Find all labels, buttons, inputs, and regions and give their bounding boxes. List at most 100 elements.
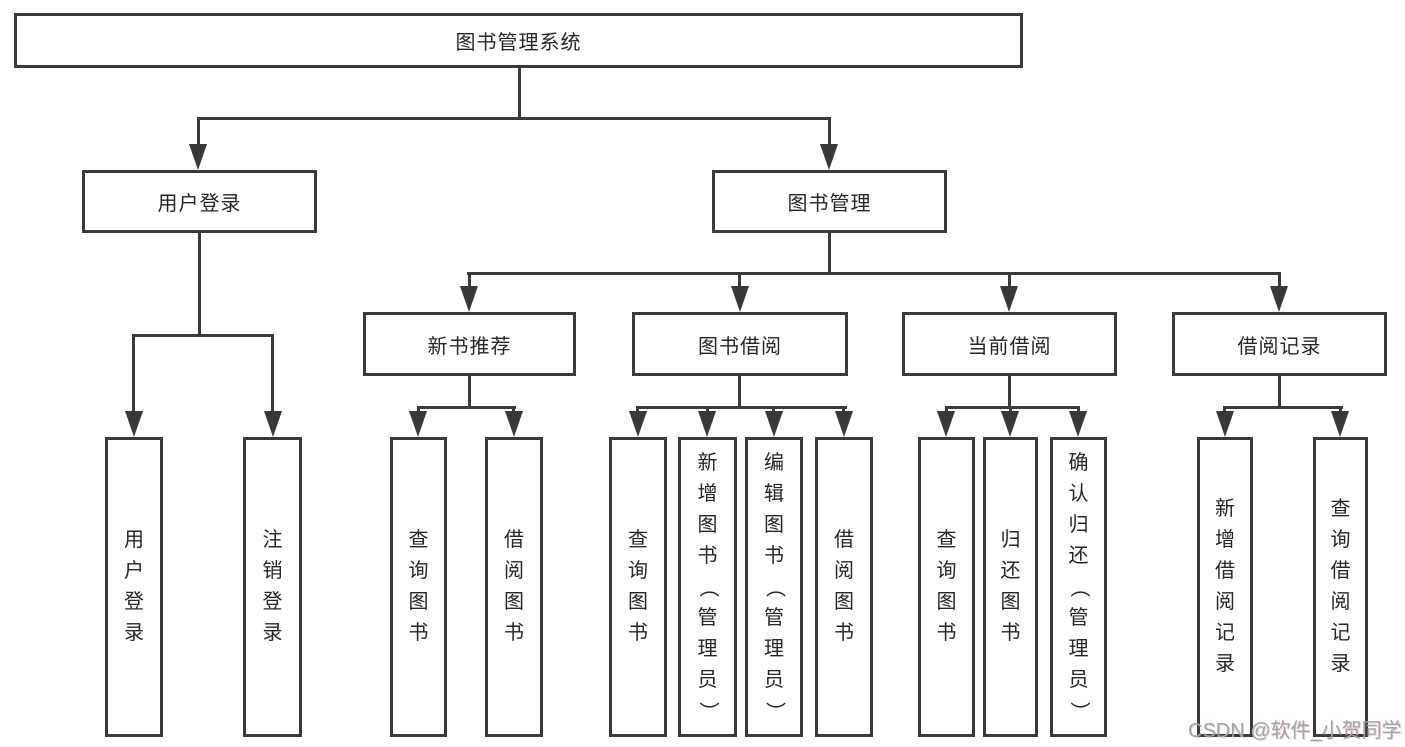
edge-root-rail (197, 117, 831, 120)
vertical-char: 录 (124, 622, 144, 644)
edge-book-borrow-rail (636, 406, 847, 409)
vertical-char: ） (763, 701, 786, 721)
node-label: 用户登录 (157, 193, 242, 215)
vertical-char: 管 (764, 606, 784, 629)
csdn-watermark: CSDN @软件_小贺同学 (1188, 720, 1402, 742)
arrow-down-icon (505, 411, 523, 437)
vertical-char: 图 (1000, 591, 1021, 613)
vertical-char: 销 (262, 560, 283, 582)
arrow-down-icon (820, 144, 838, 170)
vertical-char: 录 (262, 622, 283, 644)
vertical-char: 借 (1215, 560, 1235, 582)
edge-user-login-rail (132, 334, 274, 337)
vertical-char: 理 (764, 637, 784, 660)
arrow-down-icon (698, 411, 716, 437)
vertical-char: 管 (697, 606, 718, 629)
leaf-current-confirm-return-admin: 确认归还（管理员） (1050, 437, 1107, 737)
leaf-current-return-books: 归还图书 (983, 437, 1038, 737)
node-label: 新书推荐 (427, 335, 512, 358)
vertical-char: 注 (262, 529, 283, 551)
vertical-char: 图 (834, 591, 854, 613)
vertical-char: 图 (504, 591, 524, 613)
edge-new-book-stem (468, 376, 471, 408)
edge-root-drop-user-login (197, 117, 200, 147)
arrow-down-icon (1069, 411, 1087, 437)
edge-drop-book-borrow (738, 272, 741, 292)
arrow-down-icon (937, 411, 955, 437)
vertical-char: 增 (1215, 529, 1235, 551)
edge-drop-borrow-records (1278, 272, 1281, 292)
vertical-char: 录 (1215, 653, 1235, 675)
vertical-char: （ (697, 577, 719, 597)
leaf-current-query-books: 查询图书 (918, 437, 975, 737)
edge-drop-current-borrow (1008, 272, 1011, 292)
arrow-down-icon (629, 411, 647, 437)
vertical-char: 用 (124, 529, 144, 551)
edge-drop-leaf-logout (271, 334, 274, 414)
vertical-char: （ (1068, 577, 1090, 597)
leaf-records-add-borrow-record: 新增借阅记录 (1197, 437, 1253, 737)
node-library-management-system: 图书管理系统 (14, 13, 1023, 68)
vertical-char: 书 (628, 622, 648, 644)
edge-drop-leaf-user-login (132, 334, 135, 414)
node-label: 图书借阅 (698, 335, 782, 358)
arrow-down-icon (189, 144, 207, 170)
node-book-borrow: 图书借阅 (632, 312, 848, 376)
leaf-borrow-borrow-books: 借阅图书 (815, 437, 873, 737)
vertical-char: 图 (764, 513, 784, 536)
node-current-borrow: 当前借阅 (902, 312, 1117, 376)
node-new-book-recommend: 新书推荐 (363, 312, 576, 376)
vertical-char: 书 (504, 622, 524, 644)
leaf-newbook-borrow-books: 借阅图书 (485, 437, 543, 737)
leaf-logout-login: 注销登录 (243, 437, 302, 737)
edge-current-borrow-stem (1008, 376, 1011, 408)
vertical-char: 询 (408, 560, 429, 582)
vertical-char: 书 (936, 622, 957, 644)
node-label: 当前借阅 (967, 335, 1052, 358)
arrow-down-icon (1000, 286, 1018, 312)
arrow-down-icon (731, 286, 749, 312)
vertical-char: 查 (1330, 498, 1351, 520)
vertical-char: 记 (1330, 622, 1351, 644)
arrow-down-icon (1270, 286, 1288, 312)
vertical-char: 员 (697, 668, 718, 691)
edge-user-login-stem (198, 233, 201, 335)
vertical-char: （ (763, 577, 786, 597)
vertical-char: 还 (1068, 544, 1089, 567)
vertical-char: 录 (1330, 653, 1351, 675)
arrow-down-icon (765, 411, 783, 437)
arrow-down-icon (1331, 411, 1349, 437)
arrow-down-icon (125, 411, 143, 437)
edge-drop-new-book (468, 272, 471, 292)
vertical-char: 书 (834, 622, 854, 644)
vertical-char: 记 (1215, 622, 1235, 644)
vertical-char: 书 (1000, 622, 1021, 644)
vertical-char: 新 (697, 451, 718, 474)
leaf-borrow-query-books: 查询图书 (609, 437, 667, 737)
node-label: 图书管理系统 (455, 32, 582, 54)
vertical-char: 图 (628, 591, 648, 613)
vertical-char: 管 (1068, 606, 1089, 629)
vertical-char: 归 (1000, 529, 1021, 551)
edge-current-borrow-rail (945, 406, 1080, 409)
vertical-char: 户 (124, 560, 144, 582)
vertical-char: 书 (764, 544, 784, 567)
vertical-char: 确 (1068, 451, 1089, 474)
node-label: 借阅记录 (1237, 335, 1322, 358)
vertical-char: 辑 (764, 482, 784, 505)
vertical-char: 借 (504, 529, 524, 551)
vertical-char: 阅 (1330, 591, 1351, 613)
vertical-char: 认 (1068, 482, 1089, 505)
vertical-char: 登 (124, 591, 144, 613)
edge-book-management-rail (467, 272, 1281, 275)
vertical-char: 书 (697, 544, 718, 567)
arrow-down-icon (460, 286, 478, 312)
arrow-down-icon (835, 411, 853, 437)
vertical-char: 图 (936, 591, 957, 613)
leaf-newbook-query-books: 查询图书 (390, 437, 447, 737)
vertical-char: 登 (262, 591, 283, 613)
node-label: 图书管理 (787, 193, 872, 215)
node-user-login: 用户登录 (82, 170, 317, 233)
vertical-char: 查 (628, 529, 648, 551)
